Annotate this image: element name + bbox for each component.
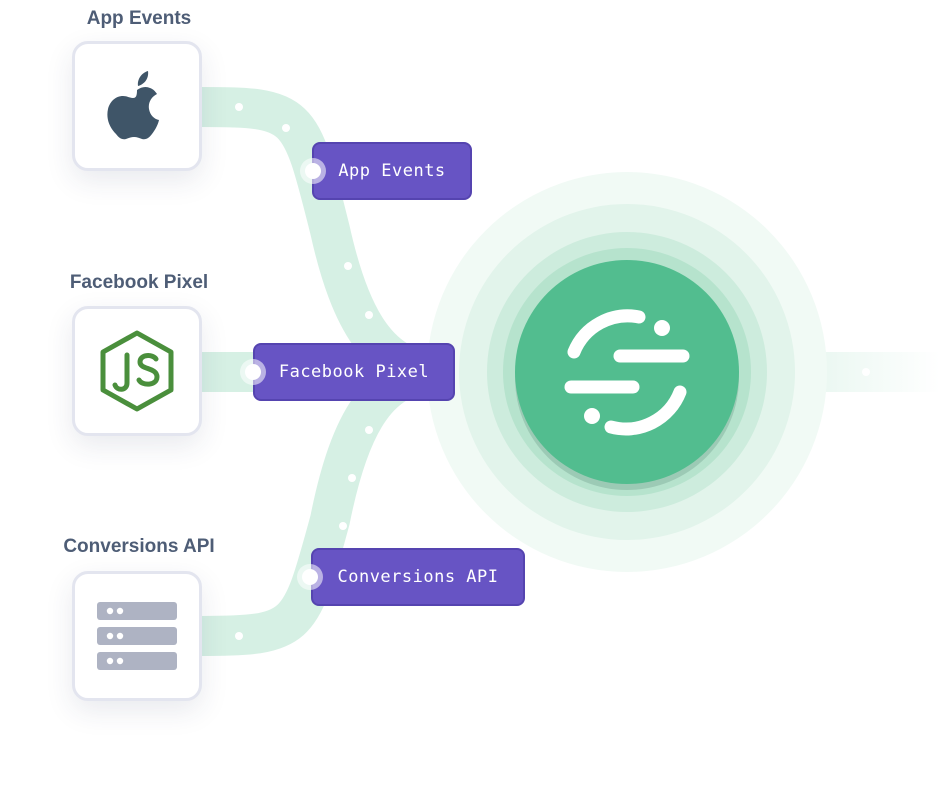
chip-label-facebook-pixel: Facebook Pixel bbox=[278, 362, 430, 382]
chip-label-app-events: App Events bbox=[338, 161, 446, 181]
source-card-conversions-api[interactable] bbox=[72, 571, 202, 701]
source-card-app-events[interactable] bbox=[72, 41, 202, 171]
chip-connector-dot bbox=[302, 569, 318, 585]
apple-icon bbox=[107, 71, 159, 140]
source-title-app-events: App Events bbox=[86, 8, 192, 29]
chip-conversions-api[interactable]: Conversions API bbox=[311, 548, 525, 606]
hub-circle bbox=[515, 260, 739, 484]
nodejs-icon bbox=[100, 330, 174, 412]
segment-logo-icon bbox=[564, 309, 690, 436]
source-title-facebook-pixel: Facebook Pixel bbox=[69, 272, 209, 293]
chip-app-events[interactable]: App Events bbox=[312, 142, 472, 200]
chip-facebook-pixel[interactable]: Facebook Pixel bbox=[253, 343, 455, 401]
source-card-facebook-pixel[interactable] bbox=[72, 306, 202, 436]
chip-connector-dot bbox=[305, 163, 321, 179]
chip-label-conversions-api: Conversions API bbox=[337, 567, 499, 587]
chip-connector-dot bbox=[245, 364, 261, 380]
server-icon bbox=[97, 602, 177, 670]
source-title-conversions-api: Conversions API bbox=[63, 536, 215, 557]
